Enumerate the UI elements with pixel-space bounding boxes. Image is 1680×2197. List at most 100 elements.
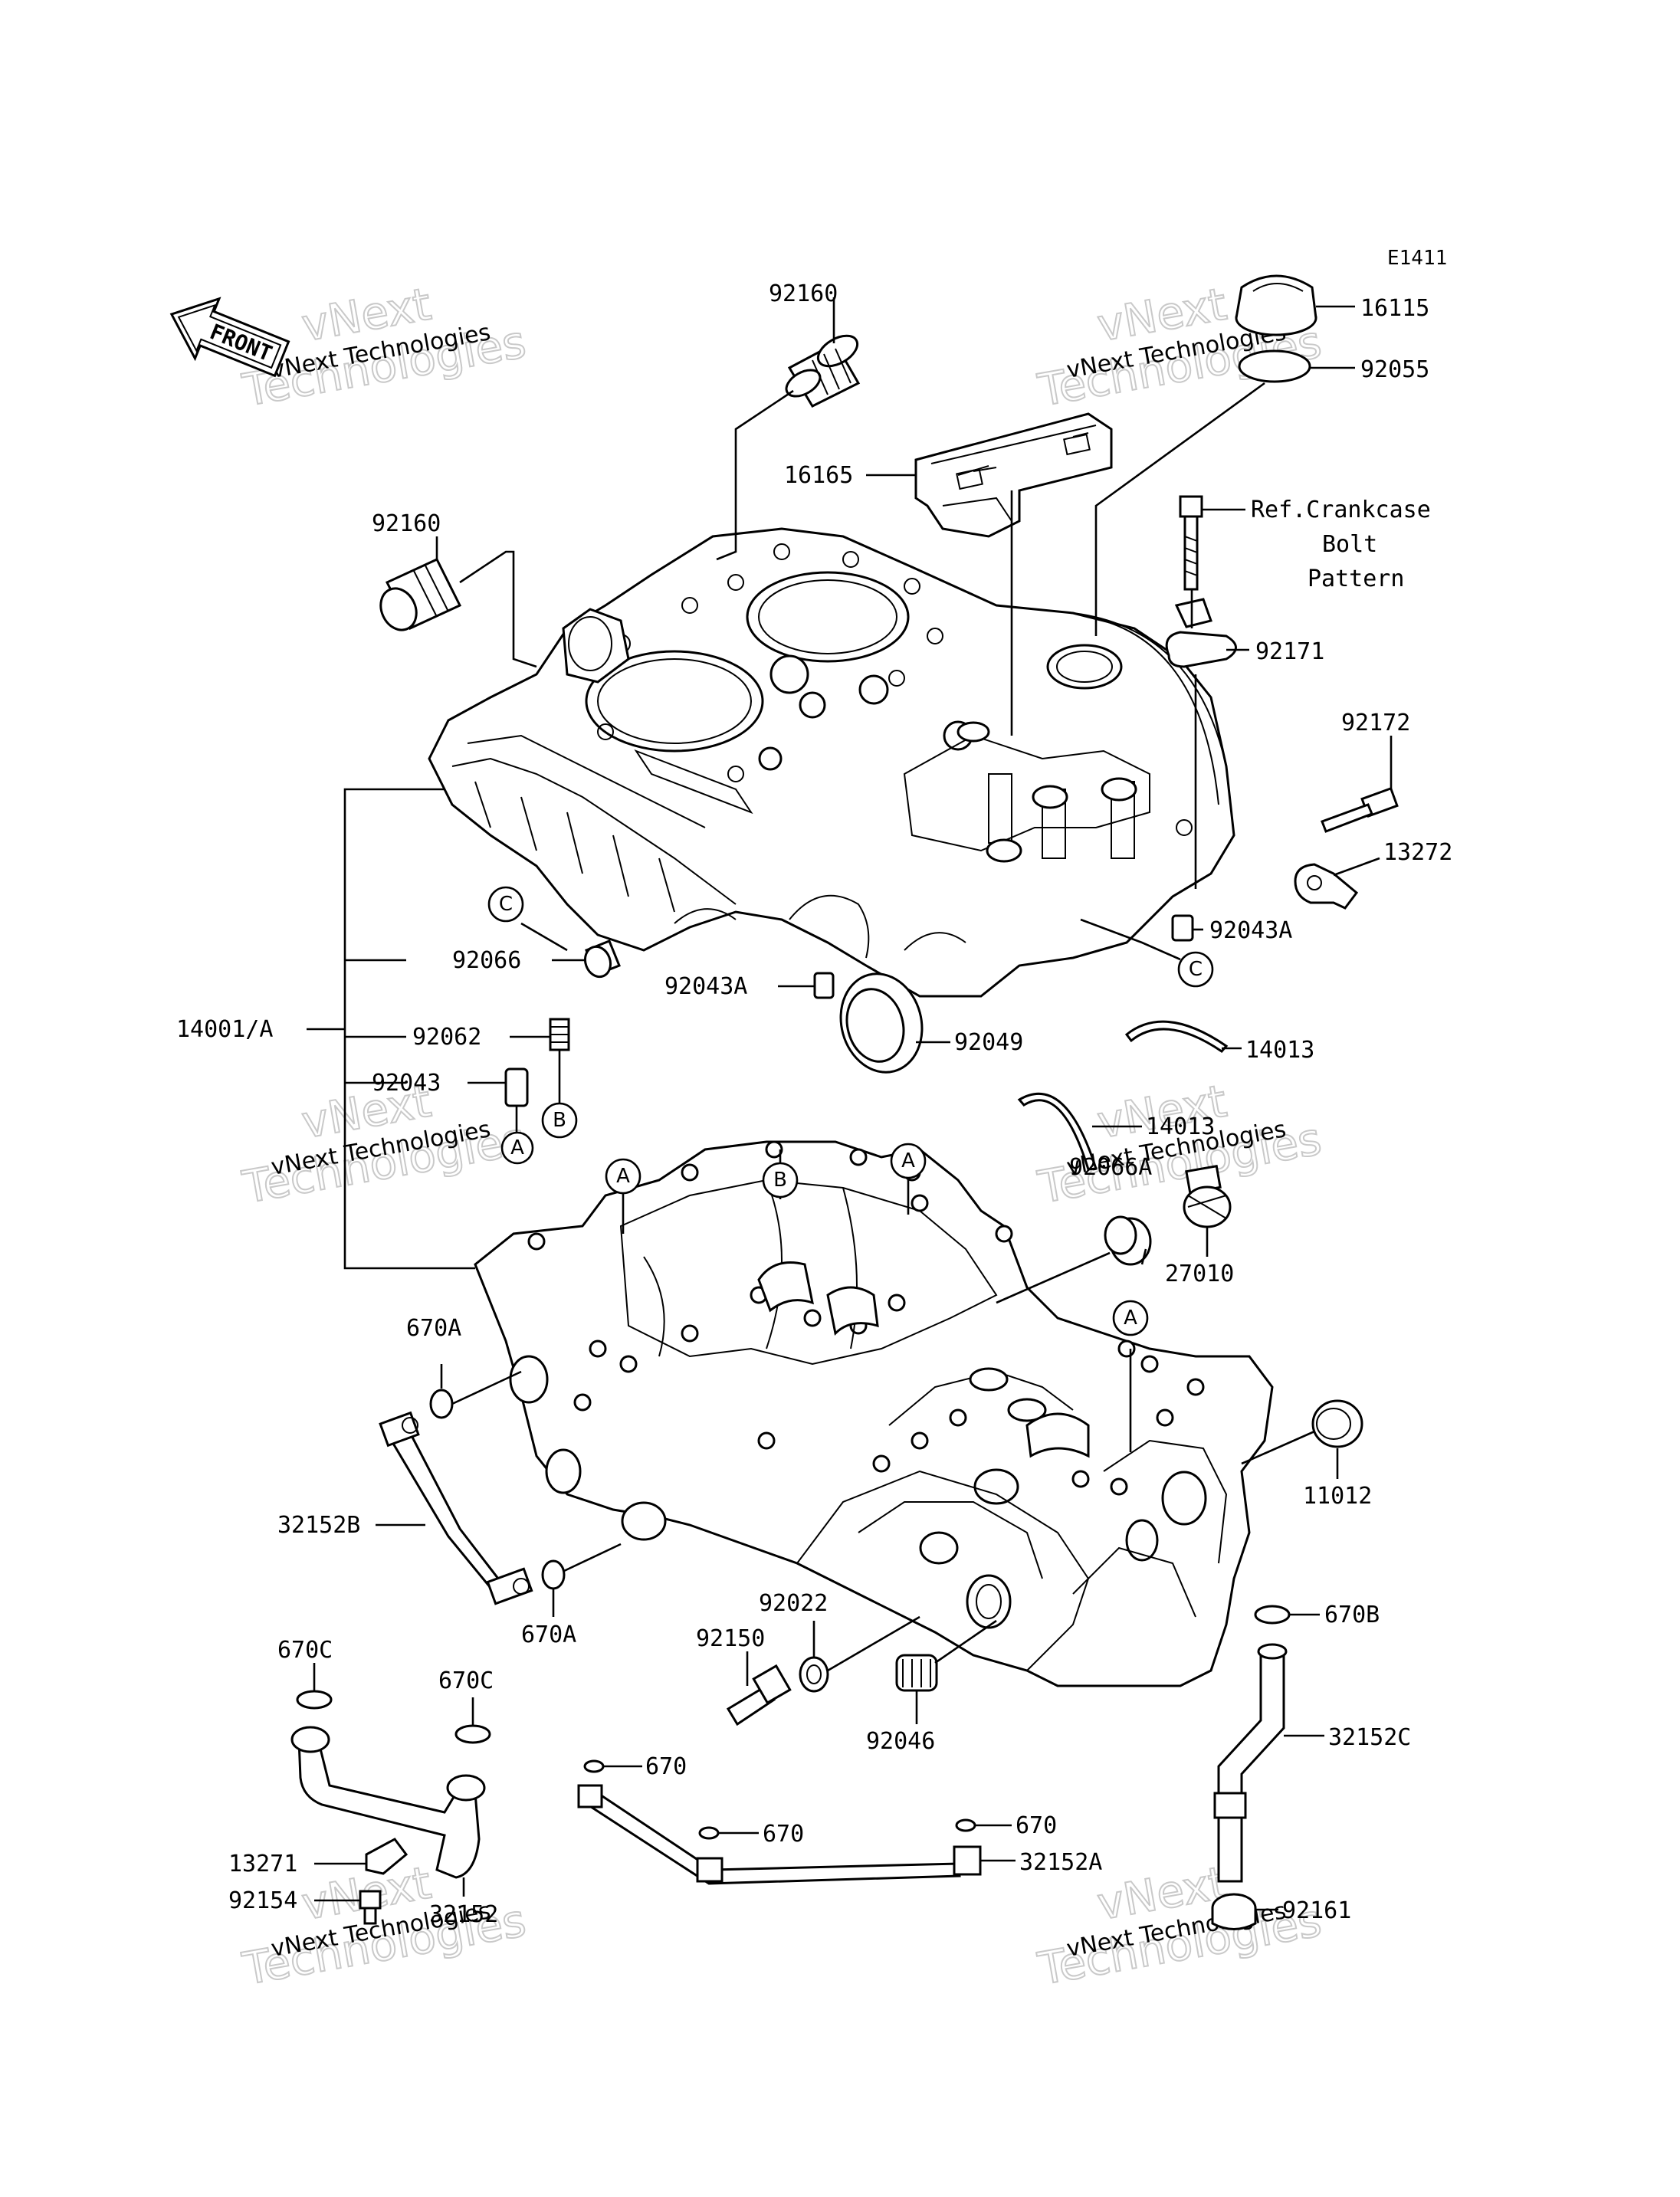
callout-a-right: A [1112,1300,1149,1336]
part-number-14001A: 14001/A [176,1016,273,1043]
part-number-92022: 92022 [759,1590,828,1617]
part-number-32152B: 32152B [277,1512,360,1539]
callout-c-right: C [1177,951,1214,988]
plug-92161 [1211,1893,1257,1930]
lower-crankcase [474,1140,1274,1687]
part-number-16165: 16165 [784,462,853,489]
plate-13271 [365,1838,409,1875]
pipe-32152C [1213,1643,1288,1883]
ring-14013-a [1124,1020,1229,1053]
part-number-670C-left: 670C [277,1637,333,1664]
part-number-670A-bottom: 670A [521,1622,576,1648]
part-number-670C-right: 670C [438,1667,494,1694]
oil-seal-92049 [839,972,924,1074]
part-number-14013-b: 14013 [1146,1113,1215,1140]
callout-letter: A [616,1165,630,1188]
callout-c-left: C [487,886,524,923]
part-number-92049: 92049 [954,1029,1023,1056]
o-ring-92055 [1238,349,1311,383]
o-ring-670-b [698,1826,720,1840]
o-ring-670C-left [296,1690,333,1710]
breather-cover-16165 [914,412,1113,538]
damper-92160-left [379,558,462,631]
callout-letter: A [1124,1307,1137,1330]
pipe-32152A [577,1784,982,1885]
plug-92066 [583,939,621,979]
callout-letter: C [1189,958,1203,981]
part-number-32152C: 32152C [1328,1724,1411,1751]
pipe-32152B [379,1411,533,1605]
oil-filler-cap [1235,274,1317,336]
callout-a-left: A [605,1158,641,1195]
o-ring-670A-bottom [541,1559,566,1590]
callout-b-left: B [541,1102,578,1139]
part-number-14013-a: 14013 [1245,1037,1314,1064]
plate-13272 [1294,863,1359,910]
ring-14013-b [1017,1092,1098,1171]
stud-92062 [549,1018,570,1051]
part-number-16115: 16115 [1360,295,1429,322]
screw-92172 [1321,786,1399,833]
callout-letter: A [510,1136,524,1159]
callout-a-bracket: A [500,1131,534,1165]
o-ring-670-c [955,1818,976,1832]
part-number-670A-top: 670A [406,1315,461,1342]
part-number-92066: 92066 [452,947,521,974]
part-number-670-c: 670 [1016,1812,1057,1839]
part-number-13272: 13272 [1383,839,1452,866]
ref-note-line2: Bolt [1322,531,1377,558]
diagram-code: E1411 [1387,247,1447,270]
part-number-27010: 27010 [1165,1261,1234,1287]
bolt-92154 [359,1890,382,1925]
part-number-32152A: 32152A [1019,1849,1102,1876]
part-number-92160-left: 92160 [372,510,441,537]
ref-note-line3: Pattern [1308,566,1404,592]
part-number-92043: 92043 [372,1070,441,1097]
part-number-92161: 92161 [1282,1897,1351,1924]
ref-note-line1: Ref.Crankcase [1251,497,1431,523]
bushing-92066A [1104,1215,1152,1266]
callout-letter: B [553,1109,566,1132]
callout-b-center: B [762,1162,799,1199]
part-number-92150: 92150 [696,1625,765,1652]
washer-92022 [799,1656,829,1693]
o-ring-670-a [583,1759,605,1773]
seal-11012 [1311,1399,1363,1448]
part-number-92046: 92046 [866,1728,935,1755]
part-number-670-b: 670 [763,1821,804,1848]
o-ring-670A-top [429,1389,454,1419]
part-number-670B: 670B [1324,1602,1380,1628]
clamp-92171 [1165,598,1237,668]
part-number-32152: 32152 [429,1901,498,1928]
dowel-92043A-center [813,972,835,999]
part-number-92066A: 92066A [1069,1154,1152,1181]
part-number-92062: 92062 [412,1024,481,1051]
o-ring-670C-right [454,1724,491,1744]
callout-letter: C [499,893,513,916]
dowel-92043A-right [1171,914,1194,942]
front-arrow-icon: FRONT [169,297,290,378]
callout-letter: B [773,1169,787,1192]
upper-crankcase [428,527,1235,998]
part-number-92160-top: 92160 [769,280,838,307]
bolt-92150 [726,1664,792,1726]
callout-letter: A [901,1149,915,1172]
dowel-92043 [504,1067,529,1107]
part-number-92154: 92154 [228,1887,297,1914]
pipe-32152 [290,1726,486,1879]
part-labels: 16115 92055 92160 92160 16165 Ref.Crankc… [176,280,1452,1928]
damper-92160-top [785,334,861,408]
part-number-92171: 92171 [1255,638,1324,665]
part-number-670-a: 670 [645,1753,687,1780]
part-number-13271: 13271 [228,1851,297,1877]
part-number-11012: 11012 [1303,1483,1372,1510]
crankcase-bolt [1179,495,1203,591]
part-number-92055: 92055 [1360,356,1429,383]
callout-a-center: A [890,1143,927,1179]
bearing-92046 [895,1654,938,1692]
part-number-92043A-center: 92043A [664,973,747,1000]
part-number-92172: 92172 [1341,710,1410,736]
o-ring-670B [1254,1605,1291,1625]
